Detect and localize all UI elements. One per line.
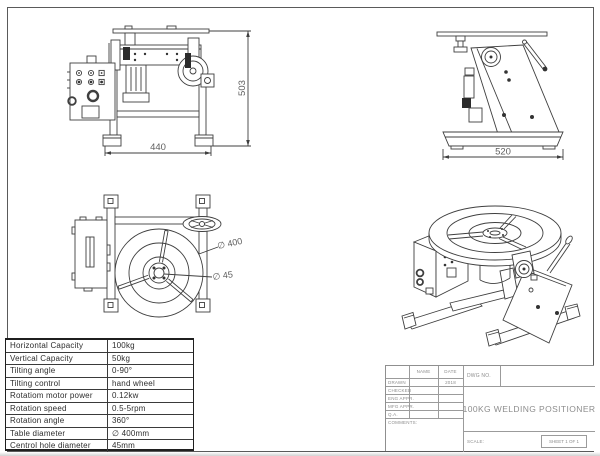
spec-value: 100kg <box>112 341 135 350</box>
spec-row: Horizontal Capacity 100kg <box>6 340 193 352</box>
spec-value: 0.12kw <box>112 391 139 400</box>
dim-label-520: 520 <box>495 147 511 158</box>
spec-value: 0-90° <box>112 366 133 375</box>
row-label-checked: CHECKED <box>388 387 412 393</box>
spec-label: Centrol hole diameter <box>6 440 108 452</box>
sheet-box: SHEET 1 OF 1 <box>541 435 587 448</box>
isometric-view-drawing <box>401 205 581 347</box>
row-label-drawn: DRAWN <box>388 379 406 385</box>
spec-table: Horizontal Capacity 100kg Vertical Capac… <box>5 338 194 452</box>
top-view-drawing: ∅ 400 ∅ 45 <box>71 194 243 318</box>
name-column-header: NAME <box>416 369 431 374</box>
spec-value: ∅ 400mm <box>112 428 150 438</box>
title-block: NAME DATE DRAWN 2018 CHECKED ENG APPR. M… <box>385 365 596 452</box>
spec-label: Rotation speed <box>6 402 108 414</box>
dia-label-45: ∅ 45 <box>212 269 234 282</box>
comments-label: COMMENTS: <box>388 420 418 425</box>
spec-value: hand wheel <box>112 378 155 388</box>
dwg-no-label: DWG NO. <box>467 373 491 379</box>
spec-label: Horizontal Capacity <box>6 340 108 352</box>
spec-row: Rotation angle 360° <box>6 414 193 427</box>
dim-label-440: 440 <box>150 142 166 153</box>
row-label-qa: Q.A. <box>388 411 398 417</box>
scale-label: SCALE: <box>467 439 485 444</box>
spec-label: Table diameter <box>6 427 108 439</box>
dia-label-400: ∅ 400 <box>216 236 243 251</box>
spec-row: Centrol hole diameter 45mm <box>6 439 193 452</box>
spec-row: Tilting control hand wheel <box>6 376 193 389</box>
spec-row: Table diameter ∅ 400mm <box>6 426 193 439</box>
spec-row: Rotation speed 0.5-5rpm <box>6 401 193 414</box>
front-view-drawing: 440 503 <box>67 25 251 156</box>
spec-row: Tilting angle 0-90° <box>6 364 193 377</box>
spec-label: Tilting control <box>6 377 108 389</box>
drawing-title: 100KG WELDING POSITIONER <box>462 403 596 414</box>
spec-label: Rotatiom motor power <box>6 390 108 402</box>
sheet-label: SHEET 1 OF 1 <box>549 439 579 444</box>
spec-label: Tilting angle <box>6 365 108 377</box>
spec-value: 45mm <box>112 441 136 450</box>
row-label-mfg-appr: MFG APPR. <box>388 403 415 409</box>
date-column-header: DATE <box>444 369 457 374</box>
spec-value: 360° <box>112 416 130 425</box>
row-label-eng-appr: ENG APPR. <box>388 395 415 401</box>
drawn-date: 2018 <box>445 379 456 385</box>
drawing-frame-border <box>7 7 594 452</box>
spec-value: 0.5-5rpm <box>112 403 146 413</box>
spec-row: Vertical Capacity 50kg <box>6 351 193 364</box>
spec-label: Vertical Capacity <box>6 352 108 364</box>
side-view-drawing: 520 <box>436 31 564 160</box>
dim-label-503: 503 <box>237 80 248 96</box>
spec-row: Rotatiom motor power 0.12kw <box>6 389 193 402</box>
spec-label: Rotation angle <box>6 415 108 427</box>
spec-value: 50kg <box>112 353 131 363</box>
